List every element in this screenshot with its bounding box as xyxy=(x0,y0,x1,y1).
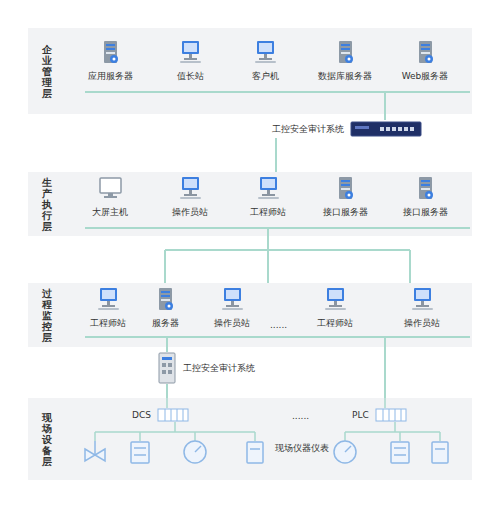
device-node: 工程师站 xyxy=(83,287,133,330)
layer-heading-wrap: 现场设备层 xyxy=(42,412,52,467)
network-link xyxy=(384,114,386,120)
io-module-icon xyxy=(375,408,407,422)
network-link xyxy=(166,347,168,352)
device-label: 接口服务器 xyxy=(403,207,448,218)
screen-icon xyxy=(96,176,124,200)
monitor-icon xyxy=(176,176,204,200)
server-icon xyxy=(411,176,439,200)
device-label: 操作员站 xyxy=(404,318,440,329)
device-node: 操作员站 xyxy=(207,287,257,330)
device-label: 应用服务器 xyxy=(88,71,133,82)
bus-line xyxy=(28,172,472,236)
device-node: 数据库服务器 xyxy=(315,40,375,83)
rack-appliance-icon xyxy=(350,121,422,137)
device-label: 数据库服务器 xyxy=(318,71,372,82)
controller-label: DCS xyxy=(132,410,151,421)
layer-band: 企业管理层 应用服务器 值长站 客户机 数据库服务器 Web服务器 xyxy=(28,28,472,114)
layer-heading-wrap: 企业管理层 xyxy=(42,44,52,99)
server-icon xyxy=(96,40,124,64)
device-node: 操作员站 xyxy=(397,287,447,330)
audit-appliance: 工控安全审计系统 xyxy=(272,120,422,138)
layer-band: 现场设备层 DCS PLC xyxy=(28,398,472,480)
layer-band: 生产执行层大屏主机 操作员站 工程师站 接口服务器 接口服务器 xyxy=(28,172,472,236)
device-node: 值长站 xyxy=(165,40,215,83)
device-label: 操作员站 xyxy=(172,207,208,218)
free-label-wrap: ...... xyxy=(292,404,309,423)
device-node: 接口服务器 xyxy=(400,176,451,219)
device-label: 服务器 xyxy=(152,318,179,329)
ellipsis-mark: ...... xyxy=(270,320,287,331)
server-icon xyxy=(331,176,359,200)
network-link xyxy=(166,384,168,398)
instrument-caption: 现场仪器仪表 xyxy=(275,443,329,454)
monitor-icon xyxy=(176,40,204,64)
device-node: 客户机 xyxy=(240,40,290,83)
layer-band: 过程监控层工程师站 服务器 操作员站 工程师站 操作员站 xyxy=(28,283,472,347)
layer-heading: 现场设备层 xyxy=(42,412,52,467)
layer-heading: 过程监控层 xyxy=(42,288,52,343)
network-link xyxy=(267,236,269,283)
layer-heading-wrap: 过程监控层 xyxy=(42,288,52,343)
device-node: 接口服务器 xyxy=(320,176,371,219)
layer-heading-wrap: 生产执行层 xyxy=(42,177,52,232)
server-icon xyxy=(331,40,359,64)
audit-appliance: 工控安全审计系统 xyxy=(157,352,255,384)
network-link xyxy=(384,347,386,398)
network-link xyxy=(275,138,277,172)
appliance-label: 工控安全审计系统 xyxy=(183,363,255,374)
device-node: 大屏主机 xyxy=(85,176,135,219)
device-label: 大屏主机 xyxy=(92,207,128,218)
free-label-wrap: ...... xyxy=(270,313,287,332)
bus-line xyxy=(28,283,472,347)
device-node: Web服务器 xyxy=(399,40,452,83)
layer-heading: 企业管理层 xyxy=(42,44,52,99)
monitor-icon xyxy=(254,176,282,200)
server-icon xyxy=(411,40,439,64)
controller-node: DCS xyxy=(132,408,189,422)
device-label: 操作员站 xyxy=(214,318,250,329)
controller-label: PLC xyxy=(352,410,369,421)
free-label-wrap: 现场仪器仪表 xyxy=(275,436,329,455)
device-label: Web服务器 xyxy=(402,71,449,82)
ellipsis-mark: ...... xyxy=(292,411,309,422)
device-node: 操作员站 xyxy=(165,176,215,219)
device-node: 工程师站 xyxy=(310,287,360,330)
monitor-icon xyxy=(218,287,246,311)
monitor-icon xyxy=(251,40,279,64)
device-node: 应用服务器 xyxy=(85,40,136,83)
device-node: 服务器 xyxy=(140,287,190,330)
appliance-label: 工控安全审计系统 xyxy=(272,124,344,135)
monitor-icon xyxy=(321,287,349,311)
server-icon xyxy=(151,287,179,311)
layer-heading: 生产执行层 xyxy=(42,177,52,232)
device-label: 工程师站 xyxy=(250,207,286,218)
din-appliance-icon xyxy=(157,352,177,384)
monitor-icon xyxy=(94,287,122,311)
device-label: 接口服务器 xyxy=(323,207,368,218)
monitor-icon xyxy=(408,287,436,311)
device-label: 工程师站 xyxy=(90,318,126,329)
device-label: 工程师站 xyxy=(317,318,353,329)
device-node: 工程师站 xyxy=(243,176,293,219)
io-module-icon xyxy=(157,408,189,422)
controller-node: PLC xyxy=(352,408,407,422)
device-label: 值长站 xyxy=(177,71,204,82)
device-label: 客户机 xyxy=(252,71,279,82)
